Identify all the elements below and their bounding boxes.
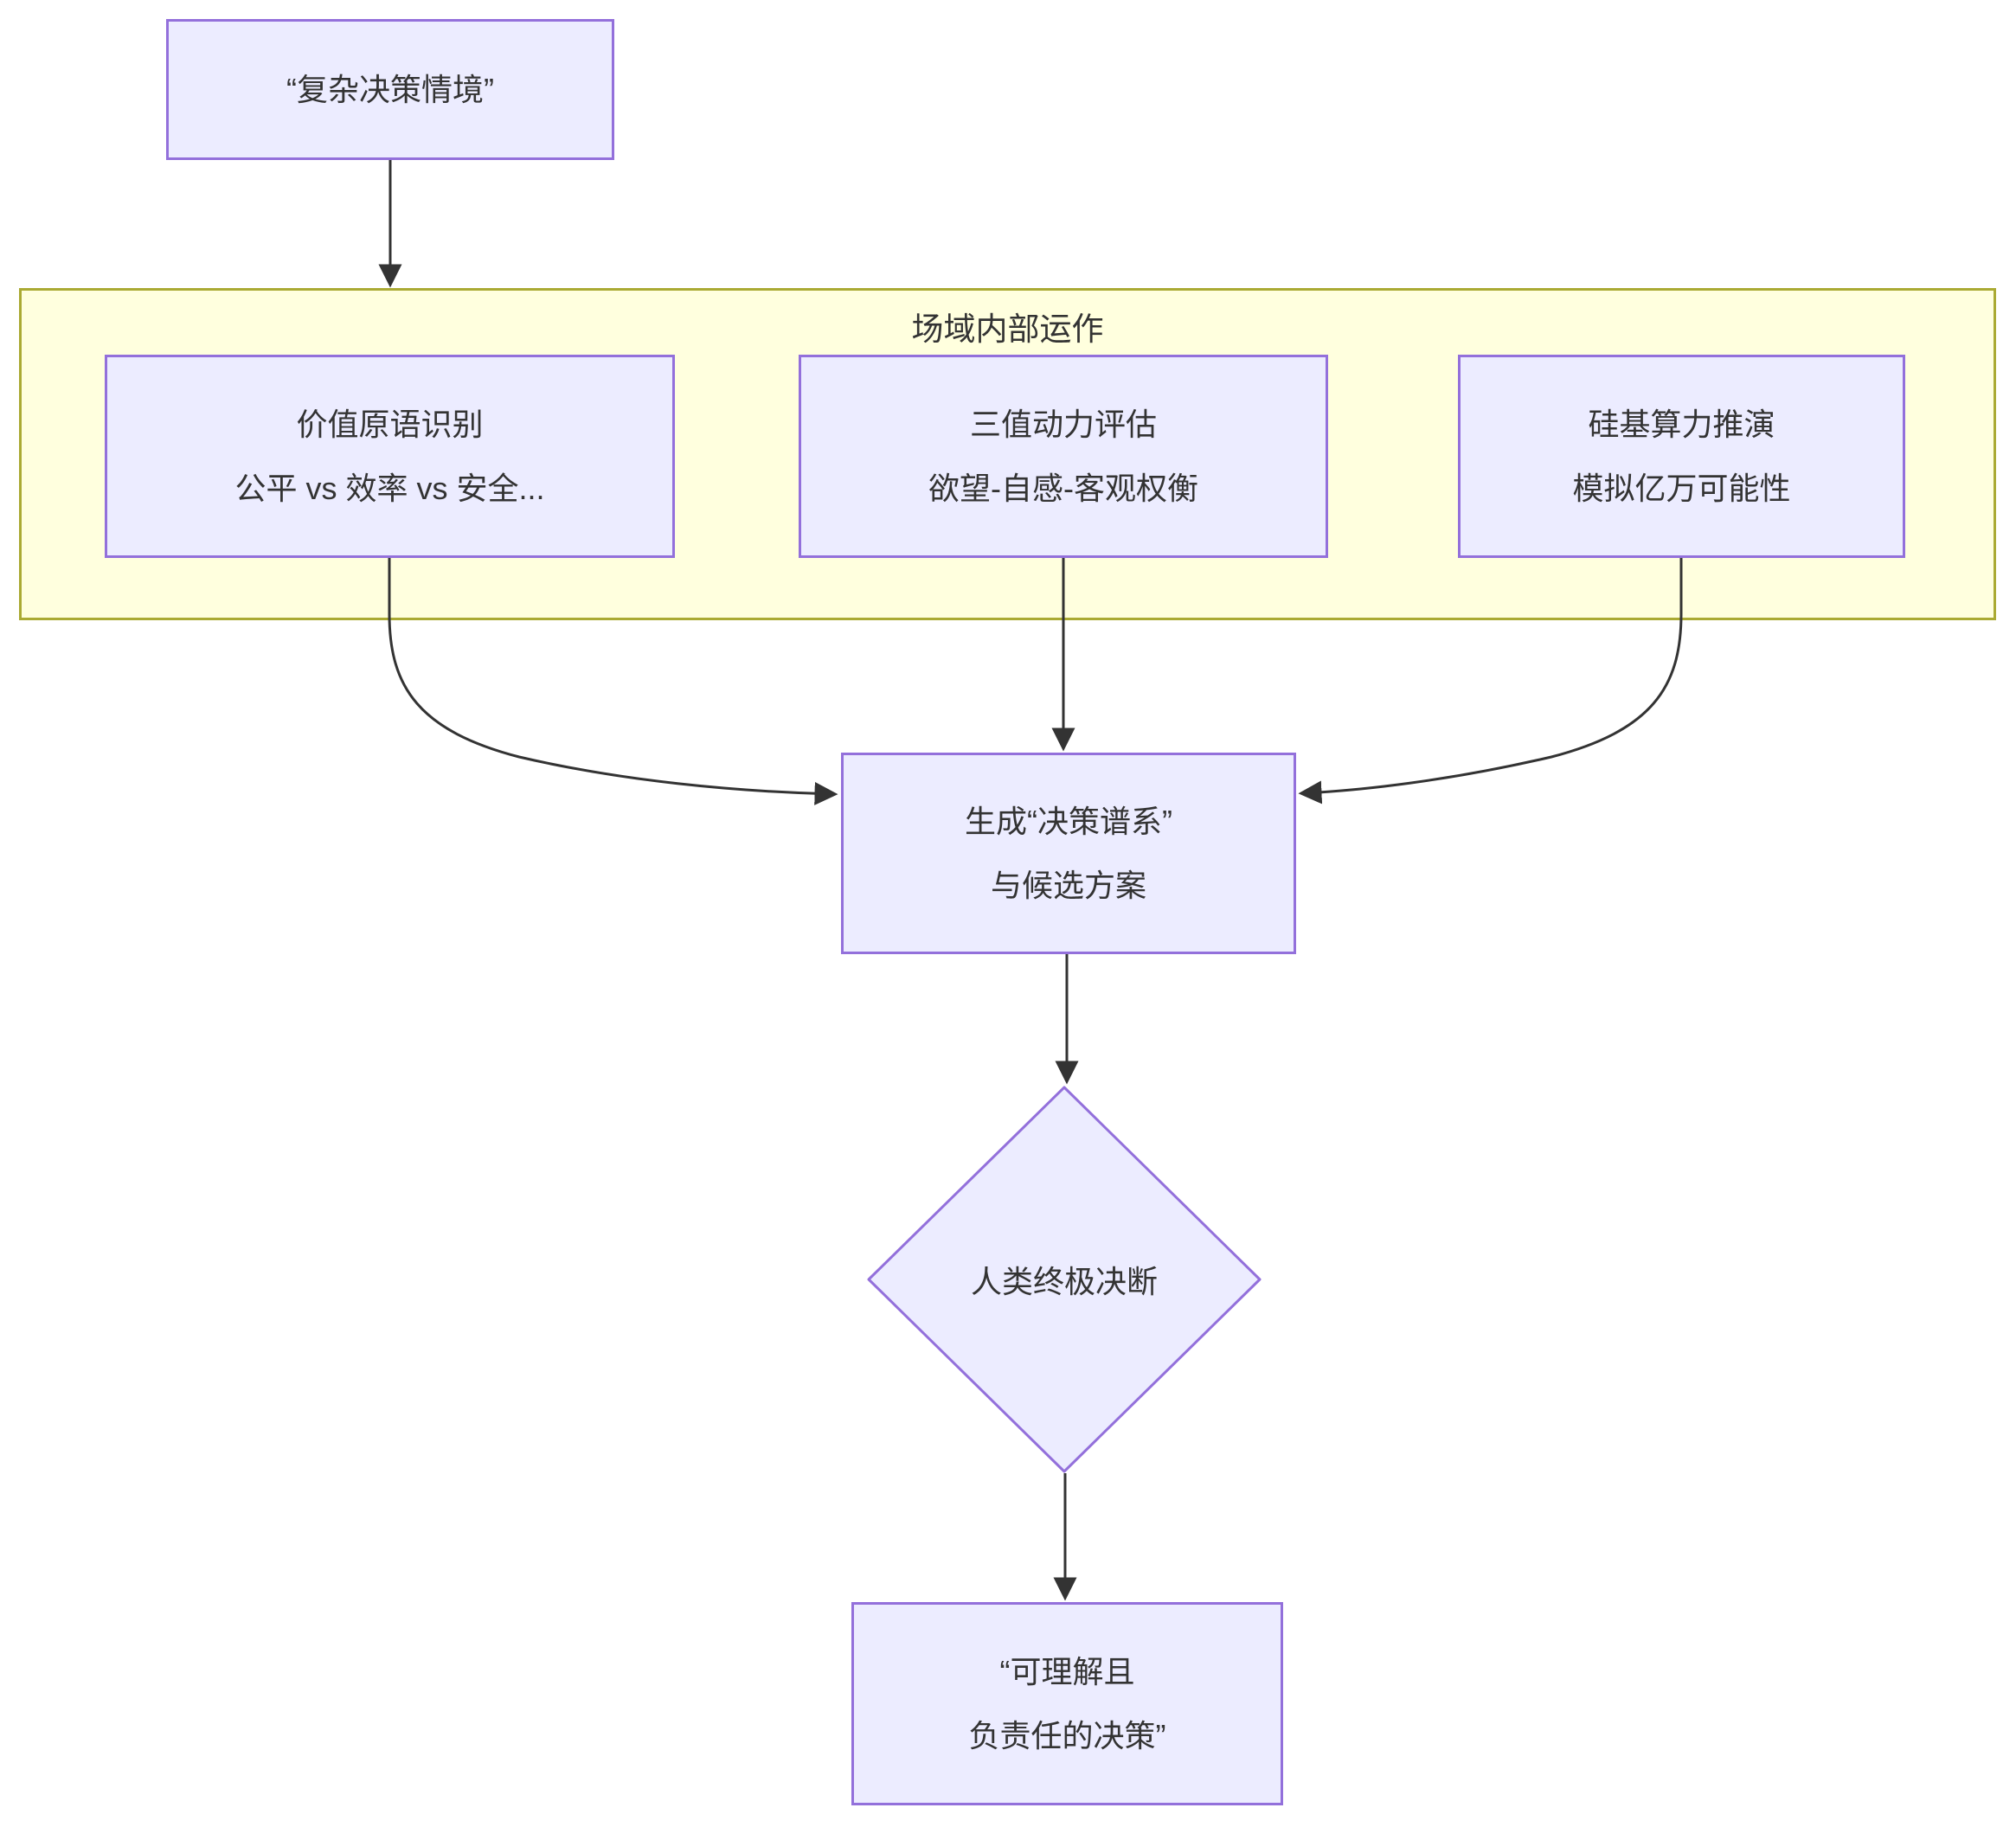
node-silicon-compute-simulation: 硅基算力推演 模拟亿万可能性 (1458, 355, 1905, 558)
node-label-line1: 生成“决策谱系” (965, 803, 1172, 839)
diamond-shape (867, 1086, 1262, 1473)
node-label-line2: 负责任的决策” (968, 1717, 1166, 1753)
node-label-line2: 模拟亿万可能性 (1572, 470, 1791, 506)
node-complex-decision-situation: “复杂决策情境” (166, 19, 614, 160)
edge-value-to-genealogy (388, 558, 838, 805)
node-label-line1: 价值原语识别 (296, 406, 484, 442)
node-label-line1: 三值动力评估 (969, 406, 1157, 442)
node-label-line1: 硅基算力推演 (1588, 406, 1775, 442)
node-responsible-decision-outcome: “可理解且 负责任的决策” (851, 1602, 1283, 1805)
edge-silicon-to-genealogy (1298, 558, 1683, 805)
node-label: 人类终极决断 (970, 1264, 1158, 1299)
node-value-primitives: 价值原语识别 公平 vs 效率 vs 安全... (105, 355, 675, 558)
node-label: “复杂决策情境” (286, 71, 494, 107)
cluster-title: 场域内部运作 (911, 311, 1104, 347)
node-label-line2: 欲望-自感-客观权衡 (928, 470, 1198, 506)
node-tri-value-assessment: 三值动力评估 欲望-自感-客观权衡 (799, 355, 1328, 558)
node-label-line2: 与候选方案 (990, 867, 1146, 903)
node-label-line1: “可理解且 (999, 1653, 1135, 1689)
node-human-final-decision: 人类终极决断 (867, 1086, 1262, 1473)
node-label-line2: 公平 vs 效率 vs 安全... (234, 470, 545, 506)
node-decision-genealogy: 生成“决策谱系” 与候选方案 (841, 753, 1296, 954)
